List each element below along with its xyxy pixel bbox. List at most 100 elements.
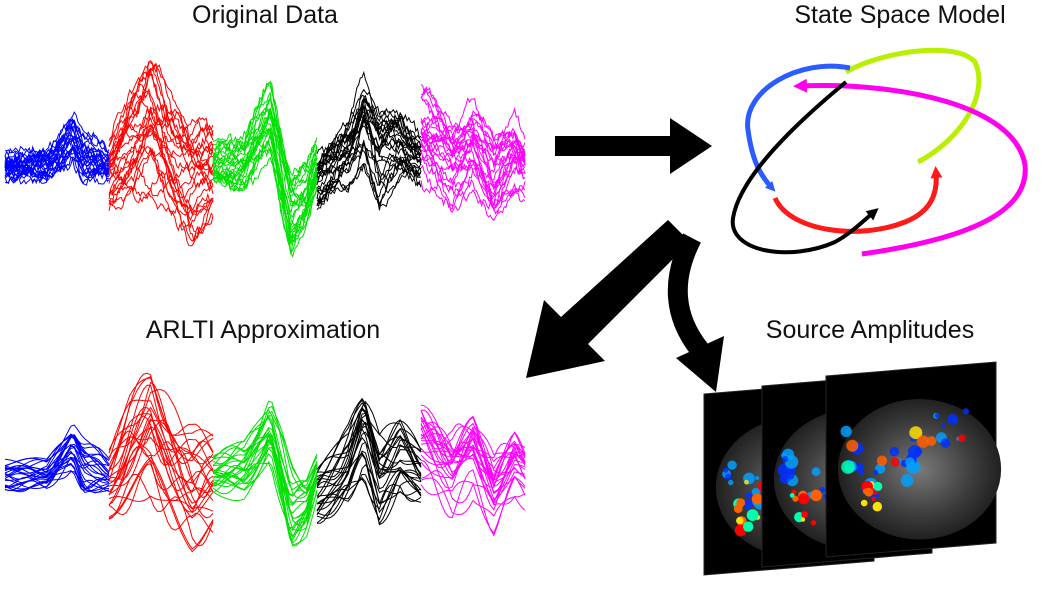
waveform-trace <box>316 397 422 484</box>
waveform-trace <box>420 136 526 191</box>
ssm-red-trajectory <box>772 166 943 234</box>
waveform-trace <box>108 425 214 513</box>
waveform-trace <box>420 123 526 174</box>
waveform-trace <box>316 431 422 480</box>
waveform-trace <box>108 436 214 472</box>
waveform-trace <box>420 156 526 222</box>
source-amplitude-brain-slices <box>703 361 1002 576</box>
down-left-arrow-icon <box>526 220 690 378</box>
waveform-trace <box>212 447 318 547</box>
waveform-trace <box>212 91 318 194</box>
waveform-trace <box>420 470 526 506</box>
waveform-trace <box>212 453 318 546</box>
waveform-trace <box>108 459 214 553</box>
waveform-segment-black <box>316 70 422 211</box>
waveform-trace <box>316 94 422 165</box>
waveform-trace <box>108 413 214 484</box>
right-arrow-icon <box>555 118 712 174</box>
waveform-trace <box>420 424 526 481</box>
waveform-trace <box>4 119 110 169</box>
waveform-trace <box>212 405 318 489</box>
waveform-trace <box>316 97 422 177</box>
waveform-trace <box>4 456 110 494</box>
waveform-segment-blue <box>4 424 110 494</box>
waveform-trace <box>212 107 318 197</box>
waveform-trace <box>108 60 214 162</box>
waveform-trace <box>420 143 526 209</box>
waveform-segment-magenta <box>420 84 526 222</box>
waveform-trace <box>108 399 214 454</box>
waveform-trace <box>316 414 422 470</box>
waveform-trace <box>108 123 214 159</box>
waveform-trace <box>420 154 526 215</box>
waveform-trace <box>420 84 526 153</box>
waveform-trace <box>212 105 318 207</box>
waveform-trace <box>420 423 526 482</box>
waveform-trace <box>212 417 318 497</box>
waveform-trace <box>316 406 422 478</box>
waveform-trace <box>212 441 318 532</box>
waveform-trace <box>420 119 526 185</box>
waveform-trace <box>212 132 318 246</box>
waveform-trace <box>4 111 110 164</box>
waveform-trace <box>316 139 422 211</box>
waveform-trace <box>212 148 318 214</box>
waveform-trace <box>316 408 422 473</box>
waveform-segment-red <box>108 60 214 247</box>
ssm-blue-trajectory <box>745 63 851 192</box>
waveform-trace <box>316 436 422 511</box>
waveform-trace <box>212 121 318 229</box>
waveform-trace <box>4 434 110 476</box>
waveform-trace <box>108 427 214 519</box>
waveform-trace <box>212 127 318 246</box>
waveform-segment-blue <box>4 111 110 186</box>
state-space-model-diagram <box>730 47 1028 257</box>
waveform-trace <box>420 442 526 504</box>
waveform-trace <box>108 376 214 472</box>
waveform-trace <box>316 142 422 202</box>
waveform-trace <box>212 400 318 499</box>
waveform-trace <box>108 384 214 471</box>
waveform-trace <box>212 434 318 496</box>
waveform-segment-magenta <box>420 404 526 537</box>
waveform-trace <box>108 123 214 221</box>
waveform-trace <box>420 96 526 162</box>
waveform-trace <box>420 117 526 173</box>
original-data-label: Original Data <box>192 1 338 29</box>
waveform-segment-black <box>316 397 422 526</box>
waveform-trace <box>420 428 526 494</box>
waveform-trace <box>212 447 318 514</box>
waveform-segment-green <box>212 400 318 547</box>
waveform-trace <box>316 110 422 194</box>
waveform-trace <box>108 407 214 487</box>
waveform-trace <box>420 132 526 181</box>
waveform-trace <box>4 470 110 493</box>
waveform-segment-red <box>108 372 214 553</box>
waveform-trace <box>212 112 318 205</box>
waveform-trace <box>4 445 109 484</box>
waveform-trace <box>108 83 214 171</box>
arlti-approximation-waveforms <box>4 372 526 553</box>
waveform-trace <box>316 94 422 172</box>
waveform-trace <box>316 158 422 211</box>
ssm-lime-trajectory <box>844 47 982 165</box>
waveform-trace <box>316 464 422 511</box>
waveform-trace <box>108 381 214 465</box>
waveform-trace <box>420 439 526 500</box>
waveform-trace <box>108 419 214 492</box>
waveform-trace <box>4 117 110 170</box>
waveform-trace <box>420 447 526 506</box>
waveform-trace <box>4 470 110 492</box>
waveform-trace <box>4 443 110 482</box>
waveform-trace <box>316 441 422 505</box>
waveform-trace <box>4 147 109 185</box>
waveform-trace <box>4 436 110 478</box>
state-space-model-label: State Space Model <box>794 1 1005 29</box>
waveform-trace <box>212 435 318 541</box>
waveform-trace <box>108 143 214 212</box>
waveform-trace <box>4 435 110 471</box>
waveform-trace <box>212 434 318 544</box>
waveform-trace <box>420 433 526 480</box>
waveform-trace <box>316 453 422 526</box>
